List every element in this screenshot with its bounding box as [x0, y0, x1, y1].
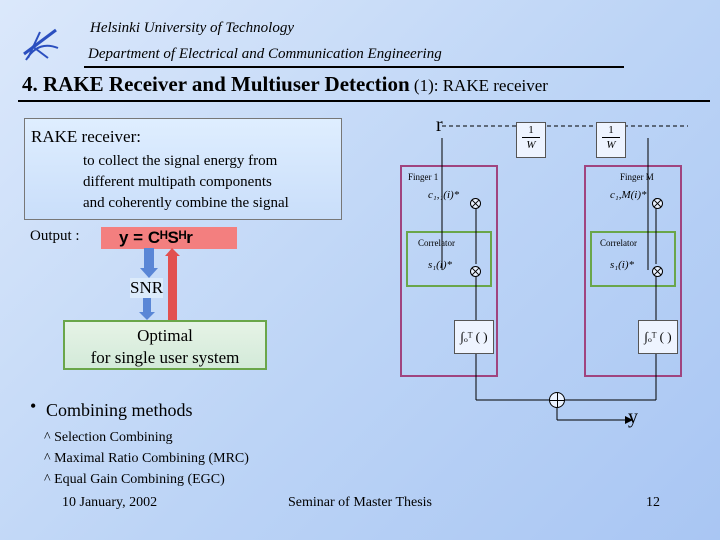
- integrator-m: ∫ₒᵀ ( ): [638, 320, 678, 354]
- integrator-1: ∫ₒᵀ ( ): [454, 320, 494, 354]
- delay-block-1: 1 W: [516, 122, 546, 158]
- rake-desc-line-2: different multipath components: [83, 174, 272, 190]
- optimal-line-2: for single user system: [90, 348, 240, 367]
- snr-label: SNR: [130, 278, 164, 298]
- header-university: Helsinki University of Technology: [90, 20, 294, 36]
- combining-bullet: •: [30, 396, 37, 416]
- correlator-1-box: [406, 231, 492, 287]
- header-rule: [84, 66, 624, 68]
- finger-m-box: [584, 165, 682, 377]
- input-signal-label: r: [436, 114, 443, 136]
- combining-item-2: ^ Maximal Ratio Combining (MRC): [44, 451, 249, 466]
- finger-1-label: Finger 1: [408, 172, 439, 182]
- footer-event: Seminar of Master Thesis: [288, 495, 432, 510]
- output-y-label: y: [628, 406, 638, 428]
- rake-description-box: RAKE receiver: to collect the signal ene…: [24, 118, 342, 220]
- combining-heading: Combining methods: [46, 400, 193, 420]
- code-m-multiplier-icon: [652, 198, 663, 209]
- code-m-label: c₁,M(i)*: [610, 189, 647, 201]
- output-to-snr-arrows: [140, 248, 180, 320]
- rake-desc-line-1: to collect the signal energy from: [83, 153, 278, 169]
- bullet-icon: ^: [44, 430, 55, 445]
- correlator-m-box: [590, 231, 676, 287]
- rake-desc-line-3: and coherently combine the signal: [83, 195, 289, 211]
- snr-to-optimal-arrow: [139, 298, 155, 320]
- bullet-icon: ^: [44, 472, 55, 487]
- correlator-m-label: Correlator: [600, 238, 637, 248]
- optimal-box: Optimal for single user system: [63, 320, 267, 370]
- rake-heading: RAKE receiver:: [31, 127, 141, 146]
- finger-1-box: [400, 165, 498, 377]
- header-department: Department of Electrical and Communicati…: [88, 46, 442, 62]
- finger-m-label: Finger M: [620, 172, 654, 182]
- bullet-icon: ^: [44, 451, 55, 466]
- output-equation: y = CᴴSᴴr: [101, 227, 237, 249]
- correlator-1-label: Correlator: [418, 238, 455, 248]
- combining-item-1: ^ Selection Combining: [44, 430, 173, 445]
- spread-1-multiplier-icon: [470, 266, 481, 277]
- code-1-multiplier-icon: [470, 198, 481, 209]
- optimal-line-1: Optimal: [137, 326, 193, 345]
- title-rule: [18, 100, 710, 102]
- combining-item-3: ^ Equal Gain Combining (EGC): [44, 472, 225, 487]
- spread-m-multiplier-icon: [652, 266, 663, 277]
- spread-m-label: s₁(i)*: [610, 259, 634, 271]
- code-1-label: c₁,₁(i)*: [428, 189, 460, 201]
- footer-page-number: 12: [646, 495, 660, 510]
- university-logo: [23, 28, 59, 61]
- summation-node-icon: [549, 392, 565, 408]
- slide-title: 4. RAKE Receiver and Multiuser Detection…: [22, 72, 548, 96]
- footer-date: 10 January, 2002: [62, 495, 158, 510]
- delay-block-2: 1 W: [596, 122, 626, 158]
- output-label: Output :: [30, 228, 80, 244]
- spread-1-label: s₁(i)*: [428, 259, 452, 271]
